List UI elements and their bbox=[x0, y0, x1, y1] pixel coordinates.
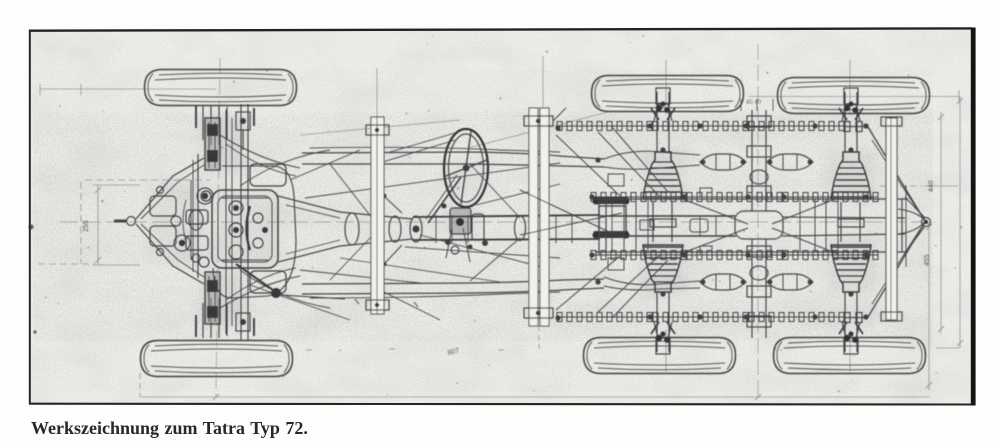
svg-text:440: 440 bbox=[928, 180, 935, 192]
svg-text:807: 807 bbox=[447, 348, 460, 357]
svg-text:455: 455 bbox=[924, 254, 931, 266]
svg-text:40 40: 40 40 bbox=[746, 100, 762, 106]
svg-text:255: 255 bbox=[83, 220, 90, 232]
